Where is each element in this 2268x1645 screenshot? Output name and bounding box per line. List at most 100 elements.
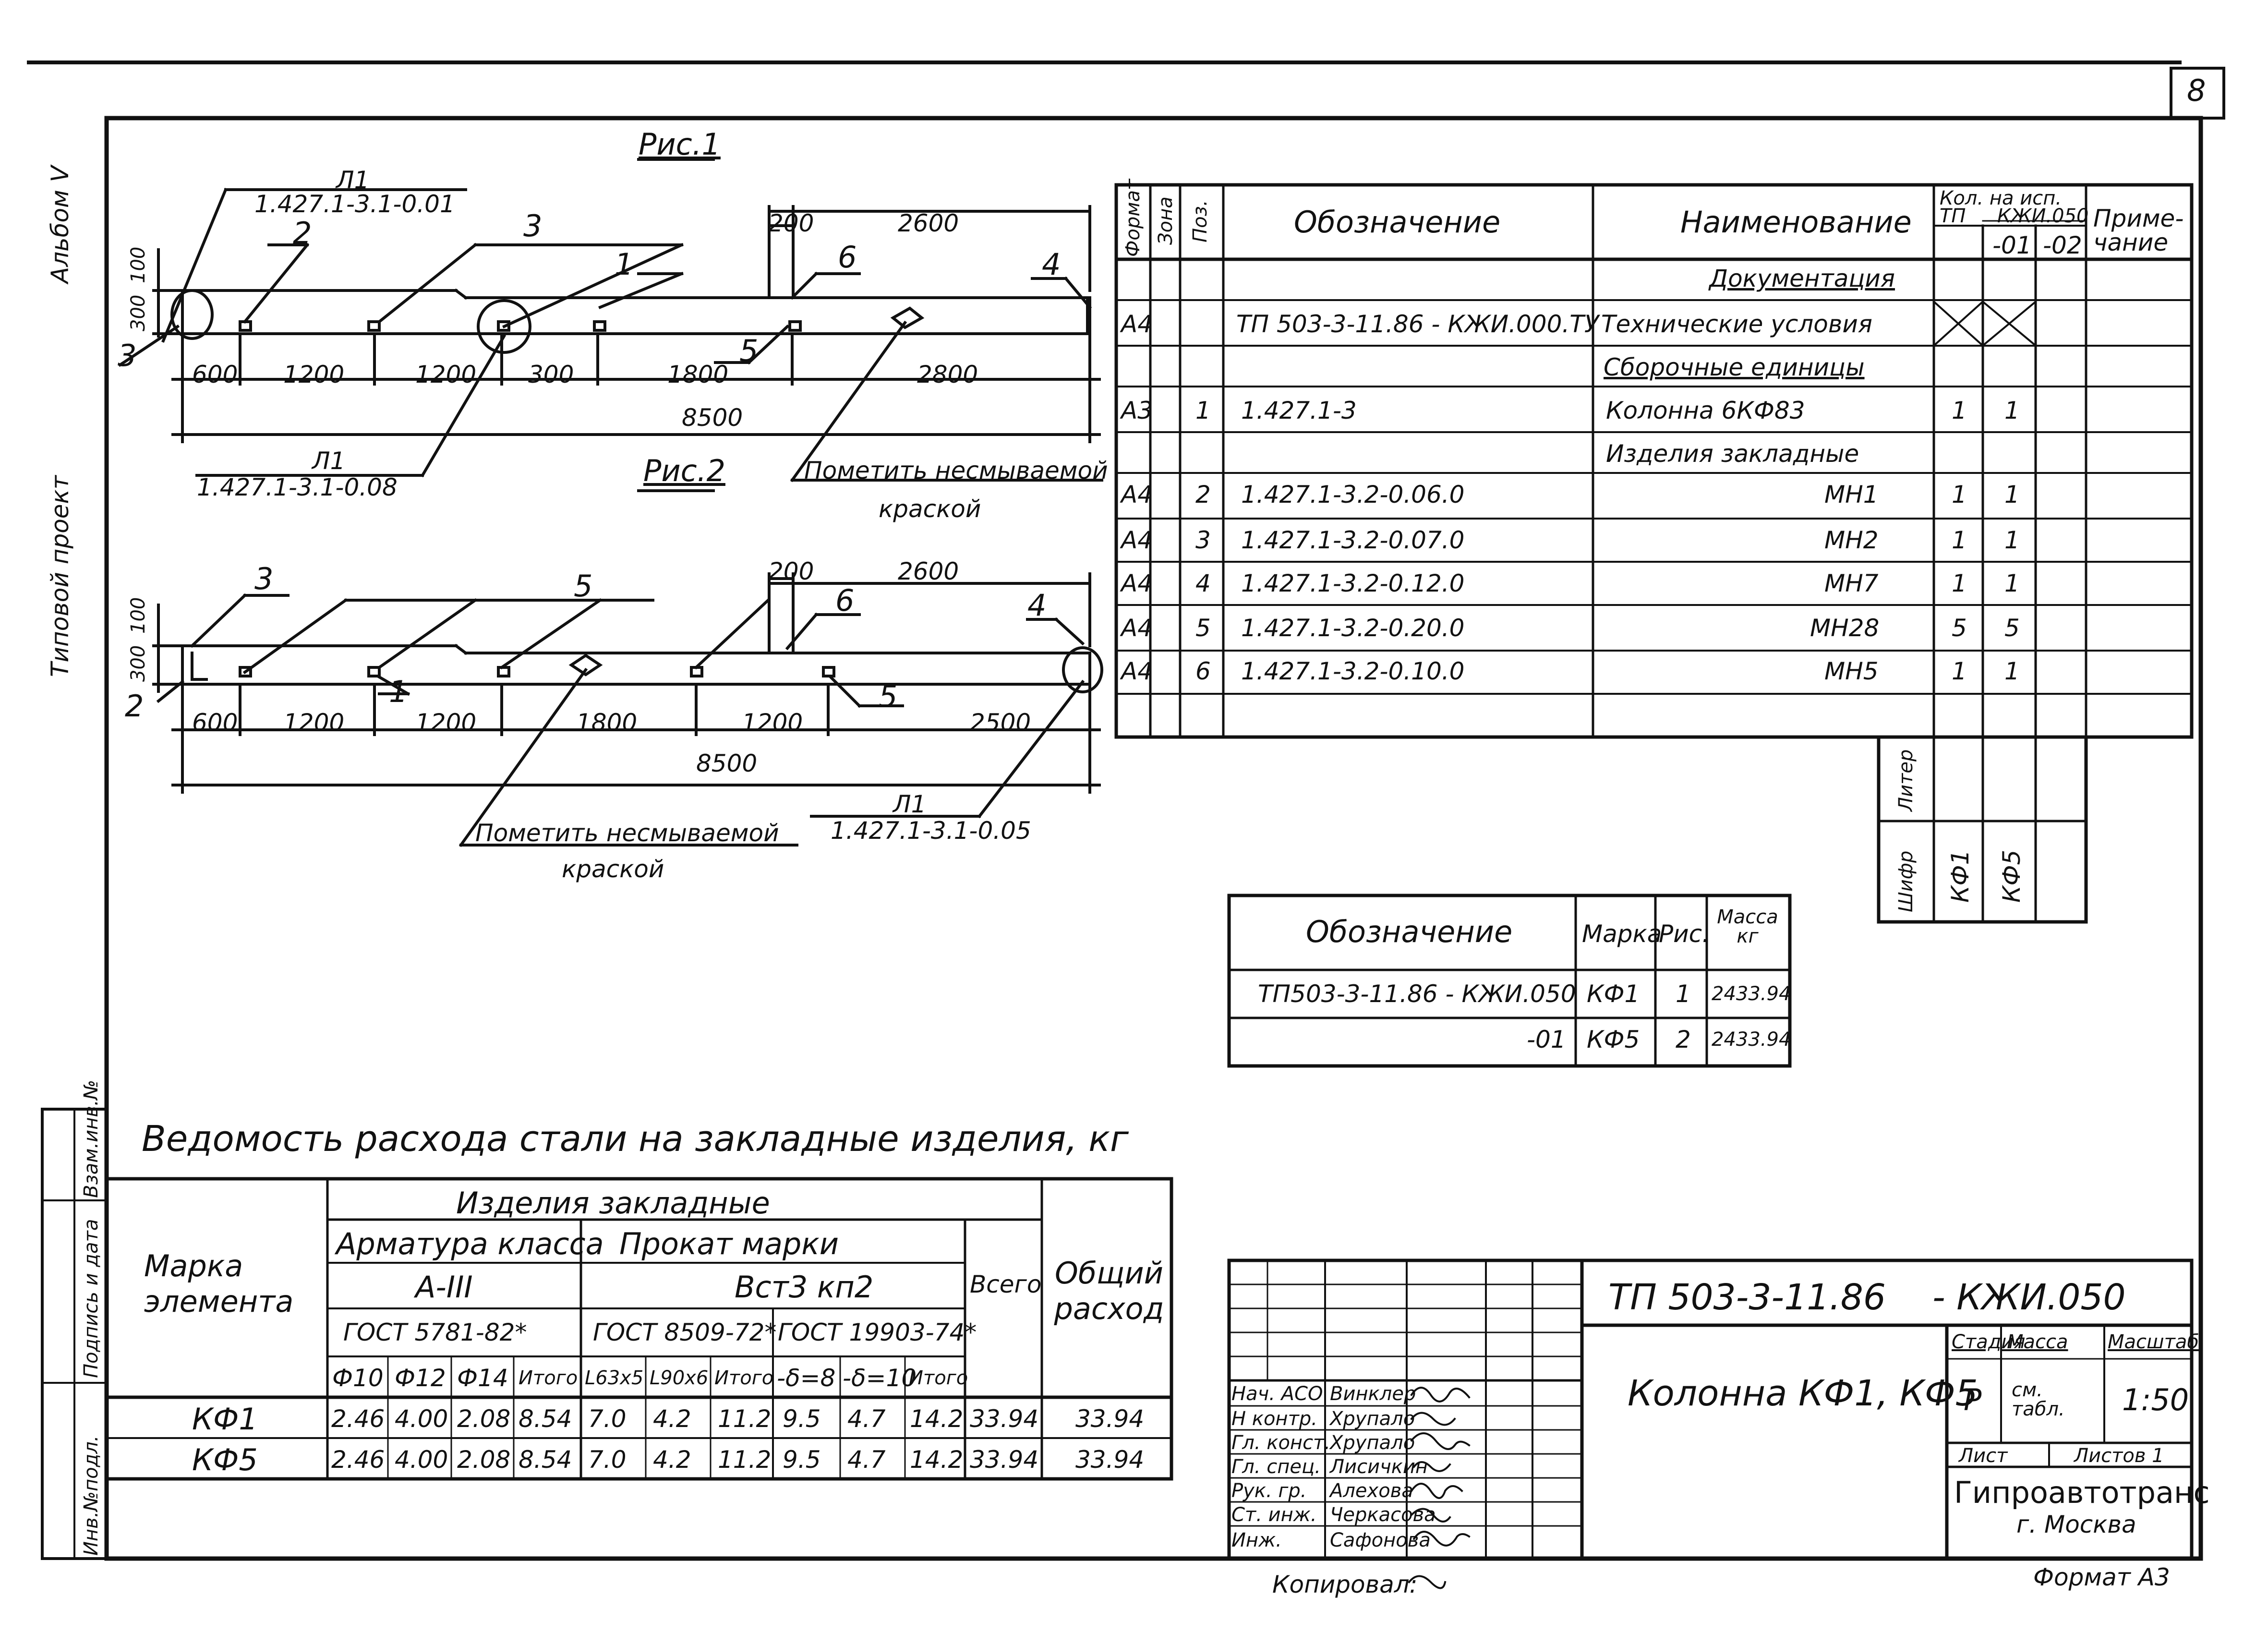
spec-row-5-name: МН1 [1824, 481, 1879, 508]
spec-row-7-name: МН7 [1824, 569, 1879, 597]
fig2-note-line2: краской [562, 855, 664, 883]
spec-row-3-name: Колонна 6КФ83 [1606, 397, 1805, 424]
tb-sheet-h: Лист [1959, 1445, 2008, 1467]
tb-mass: см. табл. [2012, 1379, 2065, 1420]
fig2-dim-600: 600 [192, 709, 238, 737]
tb-signer-3-name: Лисичкин [1330, 1456, 1428, 1478]
fig2-l1-label: Л1 [893, 790, 927, 818]
spec-row-1-designation: ТП 503-3-11.86 - КЖИ.000.ТУ [1236, 310, 1599, 338]
mass-row-1-fig: 2 [1676, 1026, 1691, 1053]
tb-suffix: - КЖИ.050 [1932, 1277, 2126, 1318]
spec-row-8-format: А4 [1121, 614, 1153, 642]
steel-row-0-v0: 2.46 [331, 1405, 385, 1433]
fig2-dim-1200a: 1200 [283, 709, 345, 737]
tb-signer-4-name: Алехова [1330, 1480, 1413, 1502]
tb-sheets-h: Листов 1 [2074, 1445, 2164, 1467]
steel-h-gost2: ГОСТ 8509-72* [593, 1318, 777, 1346]
fig2-dim-1200c: 1200 [742, 709, 803, 737]
fig2-dim-1200b: 1200 [415, 709, 477, 737]
tb-signer-4-role: Рук. гр. [1231, 1480, 1307, 1502]
mass-h-mass: Масса кг [1717, 906, 1778, 947]
spec-row-5-format: А4 [1121, 481, 1153, 508]
spec-h-02: -02 [2043, 231, 2082, 259]
spec-row-9-q2: 1 [2004, 657, 2020, 685]
spec-row-7-format: А4 [1121, 569, 1153, 597]
margin-project-label: Типовой проект [46, 475, 74, 677]
steel-h-gost3: ГОСТ 19903-74* [778, 1318, 977, 1346]
margin-sign-date-label: Подпись и дата [80, 1219, 102, 1378]
mass-row-0-designation: ТП503-3-11.86 - КЖИ.050 [1258, 980, 1576, 1008]
spec-row-9-format: А4 [1121, 657, 1153, 685]
fig1-total-8500: 8500 [682, 404, 743, 432]
spec-row-8-name: МН28 [1810, 614, 1880, 642]
spec-h-pos: Поз. [1189, 200, 1211, 242]
fig2-total-8500: 8500 [696, 750, 758, 777]
spec-h-qty: Кол. на исп. [1940, 187, 2062, 209]
spec-row-8-q2: 5 [2004, 614, 2020, 642]
mass-row-0-fig: 1 [1676, 980, 1691, 1008]
tb-signer-6-role: Инж. [1231, 1529, 1282, 1551]
tb-name: Колонна КФ1, КФ5 [1628, 1373, 1978, 1414]
steel-row-1-v4: 7.0 [588, 1446, 627, 1474]
spec-h-note: Приме-чание [2093, 205, 2184, 256]
mass-row-0-mark: КФ1 [1587, 980, 1640, 1008]
spec-row-5-designation: 1.427.1-3.2-0.06.0 [1241, 481, 1465, 508]
mass-h-mark: Марка [1582, 920, 1662, 948]
steel-row-0-mark: КФ1 [192, 1402, 258, 1437]
fig1-callout-1: 1 [615, 247, 634, 282]
fig1-callout-5: 5 [739, 333, 759, 368]
steel-row-1-v7: 9.5 [783, 1446, 821, 1474]
steel-row-1-overall: 33.94 [1075, 1446, 1145, 1474]
spec-h-format: Формат [1122, 179, 1144, 257]
spec-row-6-q1: 1 [1952, 526, 1967, 554]
spec-row-9-name: МН5 [1824, 657, 1879, 685]
tb-signer-2-name: Хрупало [1330, 1432, 1415, 1454]
fig1-dim-1800: 1800 [667, 361, 729, 388]
fig1-column-drawing [118, 158, 1103, 483]
fig1-ref-top: 1.427.1-3.1-0.01 [254, 190, 455, 218]
spec-kf5-label: КФ5 [1998, 849, 2026, 903]
steel-row-1-total: 33.94 [970, 1446, 1039, 1474]
tb-org: Гипроавтотранс [1954, 1475, 2210, 1510]
spec-row-5-q2: 1 [2004, 481, 2020, 508]
spec-row-7-q2: 1 [2004, 569, 2020, 597]
steel-row-1-v5: 4.2 [653, 1446, 691, 1474]
fig2-dim-300: 300 [127, 645, 149, 682]
spec-row-3-q1: 1 [1952, 397, 1967, 424]
steel-row-0-overall: 33.94 [1075, 1405, 1145, 1433]
steel-col-8: -δ=10 [843, 1364, 917, 1392]
fig2-callout-1: 1 [389, 674, 408, 709]
steel-h-grade: Вст3 кп2 [735, 1270, 874, 1305]
steel-row-1-v3: 8.54 [519, 1446, 572, 1474]
fig1-ref-bottom: 1.427.1-3.1-0.08 [197, 473, 398, 501]
fig2-ref: 1.427.1-3.1-0.05 [831, 817, 1031, 845]
steel-h-items: Изделия закладные [456, 1185, 770, 1221]
sheet-number: 8 [2187, 73, 2206, 108]
spec-row-4-name: Изделия закладные [1606, 440, 1859, 468]
fig1-dim-1200a: 1200 [283, 361, 345, 388]
steel-row-1-mark: КФ5 [192, 1442, 258, 1477]
steel-row-1-v8: 4.7 [847, 1446, 886, 1474]
fig2-dim-100: 100 [127, 597, 149, 634]
spec-row-7-q1: 1 [1952, 569, 1967, 597]
spec-liter-label: Литер [1895, 749, 1917, 811]
fig2-title: Рис.2 [643, 453, 725, 488]
fig1-dim-600: 600 [192, 361, 238, 388]
spec-h-name: Наименование [1680, 205, 1912, 240]
steel-row-0-v1: 4.00 [395, 1405, 448, 1433]
steel-h-class: А-III [415, 1270, 473, 1305]
title-block-grid [1227, 1258, 2194, 1589]
steel-col-0: Ф10 [332, 1364, 384, 1392]
fig1-title: Рис.1 [639, 127, 721, 162]
steel-row-0-v6: 11.2 [718, 1405, 772, 1433]
steel-col-3: Итого [519, 1367, 578, 1389]
tb-signer-0-name: Винклер [1330, 1383, 1416, 1405]
steel-row-0-v8: 4.7 [847, 1405, 886, 1433]
fig1-callout-4: 4 [1042, 247, 1061, 282]
fig2-column-drawing [152, 489, 1103, 847]
mass-table-grid [1227, 894, 1792, 1068]
tb-copied-label: Копировал: [1272, 1571, 1418, 1598]
tb-signer-0-role: Нач. АСО [1231, 1383, 1323, 1405]
fig1-note-line2: краской [879, 495, 981, 523]
fig1-callout-3: 3 [523, 208, 543, 243]
